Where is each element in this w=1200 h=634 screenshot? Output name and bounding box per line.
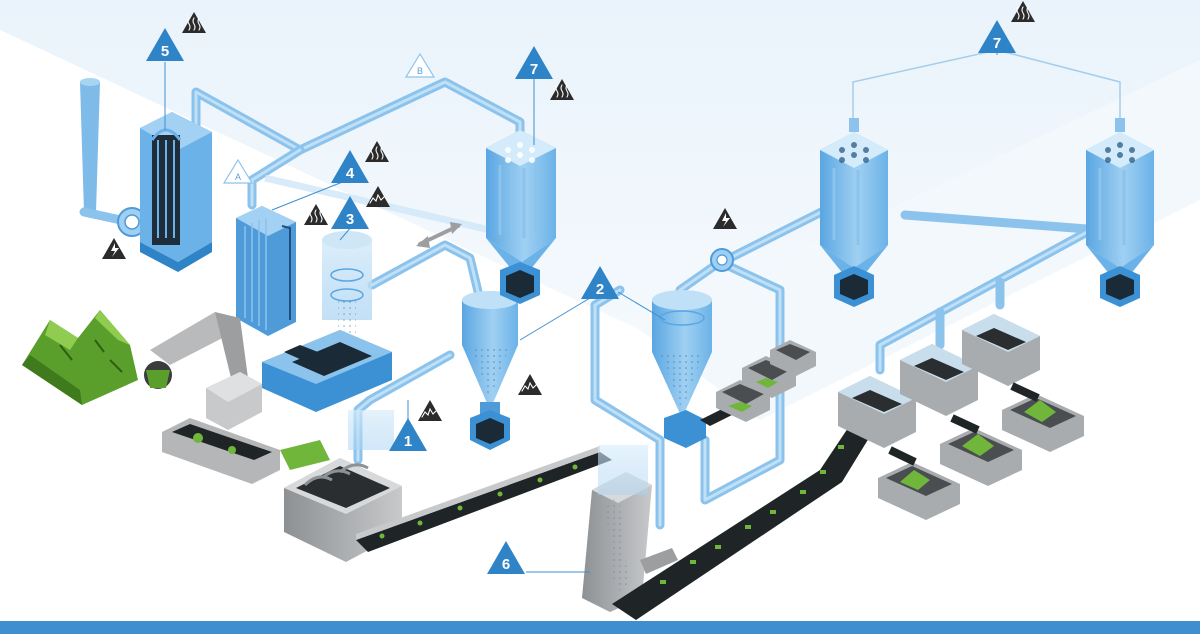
marker-7-right: 7 xyxy=(978,20,1016,53)
excavator xyxy=(144,312,262,430)
svg-text:7: 7 xyxy=(530,61,538,78)
electric-bolt-icon xyxy=(102,238,126,259)
exhaust-fan-right xyxy=(710,248,734,272)
cyclone-1 xyxy=(462,291,518,450)
waste-pile xyxy=(22,310,138,405)
fines-bins xyxy=(700,340,816,426)
heat-waves-icon xyxy=(182,12,206,33)
feed-conveyor xyxy=(162,418,330,484)
cyclone-2 xyxy=(652,290,712,448)
transfer-conveyor xyxy=(356,446,612,552)
heat-waves-icon xyxy=(304,204,328,225)
bag-filter-left xyxy=(486,130,556,304)
bin-2 xyxy=(940,428,1022,486)
marker-a: A xyxy=(222,158,254,184)
svg-text:5: 5 xyxy=(161,43,169,60)
hood-2 xyxy=(900,344,978,416)
bin-1 xyxy=(878,462,960,520)
hood-1 xyxy=(838,376,916,448)
sparks-icon xyxy=(366,186,390,207)
marker-7-left: 7 xyxy=(515,46,553,79)
svg-text:7: 7 xyxy=(993,35,1001,52)
marker-b: B xyxy=(404,52,436,78)
bag-filter-middle xyxy=(820,118,888,307)
bag-filter-right xyxy=(1086,118,1154,307)
hood-3 xyxy=(962,314,1040,386)
marker-3: 3 xyxy=(331,196,369,229)
svg-text:6: 6 xyxy=(502,556,510,573)
sparks-icon xyxy=(518,374,542,395)
marker-1: 1 xyxy=(389,418,427,451)
scrubber xyxy=(262,231,392,412)
ground-bar xyxy=(0,621,1200,634)
stack-unit xyxy=(79,78,212,272)
sparks-icon xyxy=(418,400,442,421)
svg-text:2: 2 xyxy=(596,281,604,298)
svg-text:B: B xyxy=(417,66,423,76)
heat-waves-icon xyxy=(1011,1,1035,22)
sorting-stations xyxy=(838,314,1084,520)
marker-2: 2 xyxy=(581,266,619,299)
marker-5: 5 xyxy=(146,28,184,61)
marker-4: 4 xyxy=(331,150,369,183)
heat-waves-icon xyxy=(365,141,389,162)
heat-waves-icon xyxy=(550,79,574,100)
svg-text:A: A xyxy=(235,172,241,182)
marker-6: 6 xyxy=(487,541,525,574)
svg-text:1: 1 xyxy=(404,433,412,450)
leader-lines xyxy=(164,52,998,573)
bin-3 xyxy=(1002,394,1084,452)
separator-chute xyxy=(582,445,678,612)
svg-text:3: 3 xyxy=(346,211,354,228)
bidirectional-arrow-icon xyxy=(416,222,462,248)
plate-exchanger xyxy=(236,206,296,336)
electric-bolt-icon xyxy=(713,208,737,229)
svg-text:4: 4 xyxy=(346,165,355,182)
